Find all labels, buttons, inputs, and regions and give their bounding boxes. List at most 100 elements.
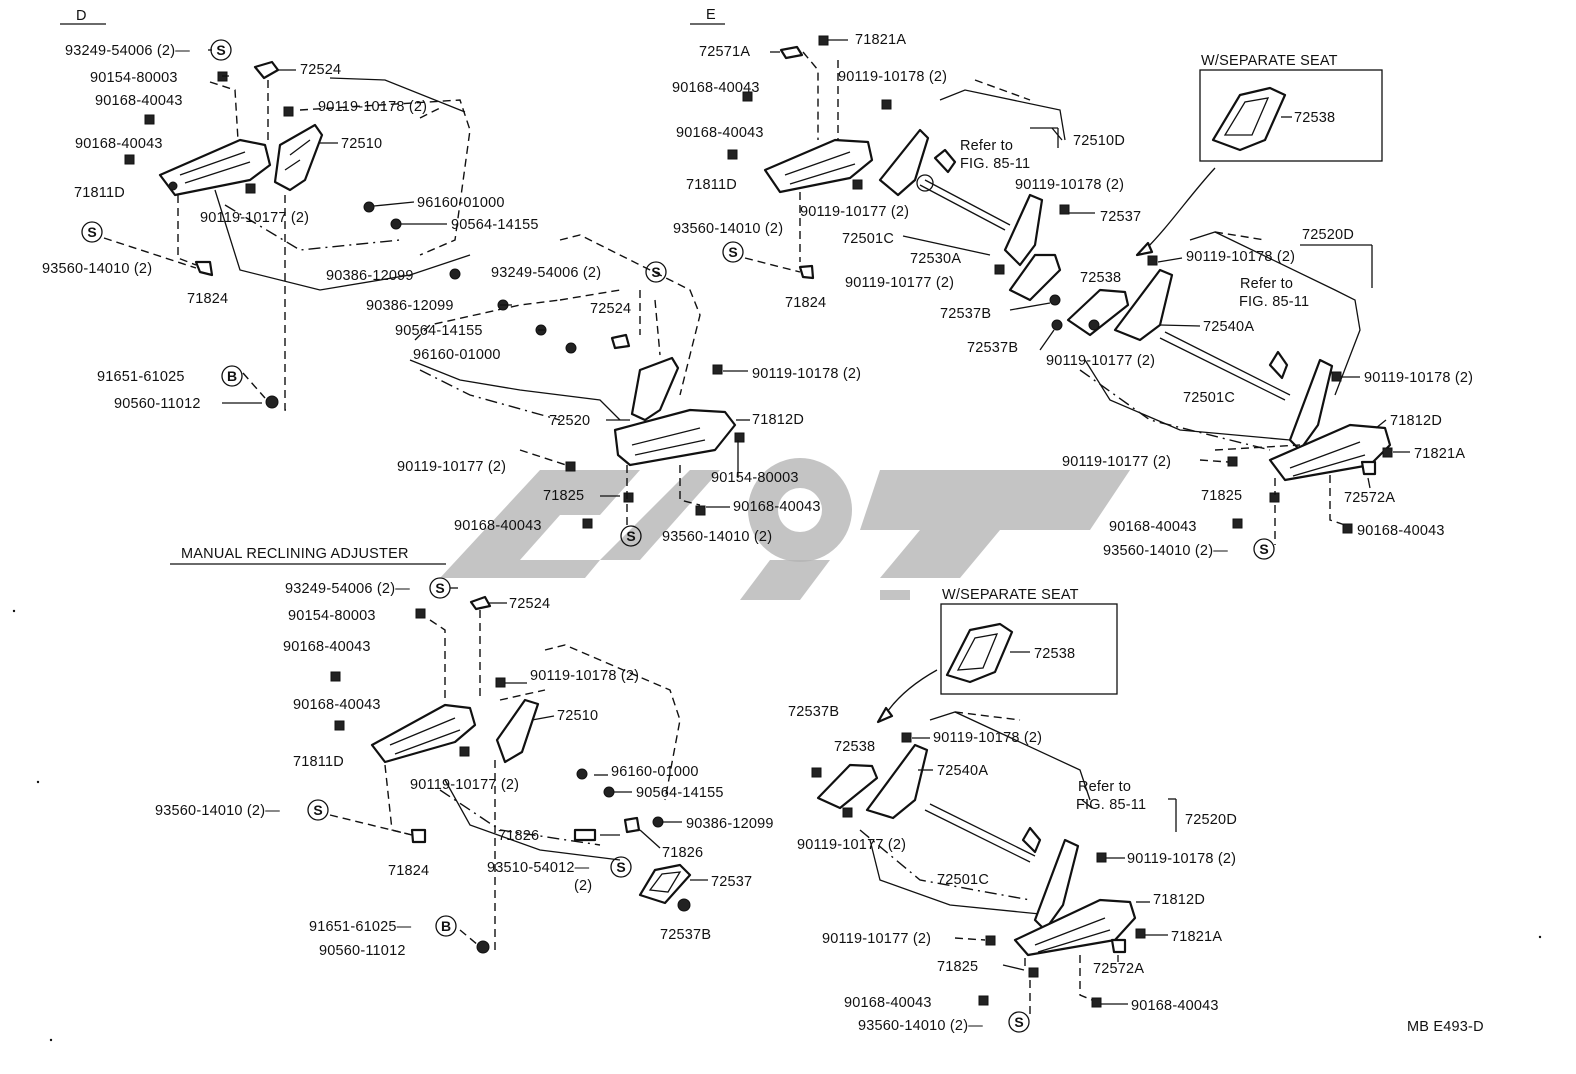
s-symbol: S bbox=[620, 525, 642, 547]
svg-text:S: S bbox=[87, 224, 96, 240]
inset-box bbox=[1199, 69, 1383, 162]
part-label: 90119-10178 (2) bbox=[752, 366, 861, 382]
diagram-code: MB E493-D bbox=[1407, 1019, 1484, 1035]
part-label: 93560-14010 (2) bbox=[673, 221, 783, 237]
part-label: 72537B bbox=[660, 927, 711, 943]
part-label: 72501C bbox=[1183, 390, 1235, 406]
part-label: 71812D bbox=[1153, 892, 1205, 908]
part-label: 72524 bbox=[590, 301, 631, 317]
part-label: 72520 bbox=[549, 413, 590, 429]
part-label: 96160-01000 bbox=[413, 347, 501, 363]
part-label: 71812D bbox=[1390, 413, 1442, 429]
part-label: 71811D bbox=[293, 754, 344, 770]
part-label: 71824 bbox=[785, 295, 826, 311]
part-label: 90154-80003 bbox=[288, 608, 376, 624]
section-d: D bbox=[42, 8, 538, 412]
part-label: 72501C bbox=[842, 231, 894, 247]
part-label: FIG. 85-11 bbox=[1076, 797, 1146, 813]
part-label: 90168-40043 bbox=[733, 499, 821, 515]
svg-text:S: S bbox=[728, 244, 737, 260]
inset-box bbox=[940, 603, 1118, 695]
inset-title: W/SEPARATE SEAT bbox=[1201, 53, 1338, 69]
part-label: FIG. 85-11 bbox=[960, 156, 1030, 172]
part-label: 90168-40043 bbox=[1109, 519, 1197, 535]
part-label: 90168-40043 bbox=[283, 639, 371, 655]
part-label: 72520D bbox=[1302, 227, 1354, 243]
svg-text:S: S bbox=[1259, 541, 1268, 557]
part-label: 72572A bbox=[1344, 490, 1395, 506]
part-label: 90119-10178 (2) bbox=[933, 730, 1042, 746]
part-label: 72571A bbox=[699, 44, 750, 60]
part-label: 71811D bbox=[74, 185, 125, 201]
part-label: 90168-40043 bbox=[293, 697, 381, 713]
svg-text:S: S bbox=[616, 859, 625, 875]
part-label: 71825 bbox=[937, 959, 978, 975]
part-label: 71824 bbox=[388, 863, 429, 879]
part-label: 90119-10178 (2) bbox=[318, 99, 427, 115]
part-label: 91651-61025— bbox=[309, 919, 412, 935]
svg-text:S: S bbox=[651, 264, 660, 280]
part-label: 72537B bbox=[967, 340, 1018, 356]
part-label: 90564-14155 bbox=[395, 323, 483, 339]
s-symbol: S bbox=[429, 577, 451, 599]
part-label: 72537 bbox=[711, 874, 752, 890]
part-label: 72530A bbox=[910, 251, 961, 267]
part-label: (2) bbox=[574, 878, 592, 894]
s-symbol: S bbox=[210, 39, 232, 61]
part-label: 90560-11012 bbox=[114, 396, 201, 412]
s-symbol: S bbox=[307, 799, 329, 821]
section-e-lower: W/SEPARATE SEAT 72538 bbox=[788, 587, 1237, 1034]
part-label: 72537 bbox=[1100, 209, 1141, 225]
part-label: 90119-10178 (2) bbox=[1364, 370, 1473, 386]
part-label: 72510D bbox=[1073, 133, 1125, 149]
part-label: 90119-10177 (2) bbox=[397, 459, 506, 475]
part-label: Refer to bbox=[960, 138, 1013, 154]
part-label: 72537B bbox=[788, 704, 839, 720]
part-label: 72540A bbox=[937, 763, 988, 779]
part-label: 90168-40043 bbox=[1131, 998, 1219, 1014]
part-label: 90386-12099 bbox=[686, 816, 774, 832]
part-label: 93560-14010 (2) bbox=[42, 261, 152, 277]
part-label: 90168-40043 bbox=[676, 125, 764, 141]
part-label: 72510 bbox=[557, 708, 598, 724]
part-label: 72537B bbox=[940, 306, 991, 322]
part-label: 90560-11012 bbox=[319, 943, 406, 959]
part-label: Refer to bbox=[1240, 276, 1293, 292]
svg-text:S: S bbox=[216, 42, 225, 58]
part-label: 93510-54012— bbox=[487, 860, 590, 876]
part-label: 90564-14155 bbox=[636, 785, 724, 801]
part-label: 93560-14010 (2)— bbox=[858, 1018, 983, 1034]
part-label: 72520D bbox=[1185, 812, 1237, 828]
part-label: 90168-40043 bbox=[454, 518, 542, 534]
part-label: FIG. 85-11 bbox=[1239, 294, 1309, 310]
part-label: 90386-12099 bbox=[326, 268, 414, 284]
svg-text:B: B bbox=[441, 918, 451, 934]
section-e: E bbox=[672, 7, 1141, 356]
part-label: 72524 bbox=[509, 596, 550, 612]
part-label: 93249-54006 (2)— bbox=[285, 581, 410, 597]
part-label: 71821A bbox=[1171, 929, 1222, 945]
s-symbol: S bbox=[610, 856, 632, 878]
part-label: 72572A bbox=[1093, 961, 1144, 977]
svg-text:S: S bbox=[435, 580, 444, 596]
part-label: 71811D bbox=[686, 177, 737, 193]
s-symbol: S bbox=[81, 221, 103, 243]
part-label: 90168-40043 bbox=[672, 80, 760, 96]
part-label: 90119-10177 (2) bbox=[1062, 454, 1171, 470]
part-label: 90119-10177 (2) bbox=[1046, 353, 1155, 369]
section-e-title: E bbox=[706, 7, 716, 23]
part-label: Refer to bbox=[1078, 779, 1131, 795]
part-label: 93560-14010 (2) bbox=[662, 529, 772, 545]
part-label: 90154-80003 bbox=[711, 470, 799, 486]
part-label: 90168-40043 bbox=[1357, 523, 1445, 539]
part-label: 71824 bbox=[187, 291, 228, 307]
part-label: 71825 bbox=[543, 488, 584, 504]
part-label: 96160-01000 bbox=[611, 764, 699, 780]
part-label: 90154-80003 bbox=[90, 70, 178, 86]
part-label: 72538 bbox=[834, 739, 875, 755]
part-label: 96160-01000 bbox=[417, 195, 505, 211]
part-label: 71812D bbox=[752, 412, 804, 428]
svg-text:S: S bbox=[313, 802, 322, 818]
part-label: 93560-14010 (2)— bbox=[1103, 543, 1228, 559]
